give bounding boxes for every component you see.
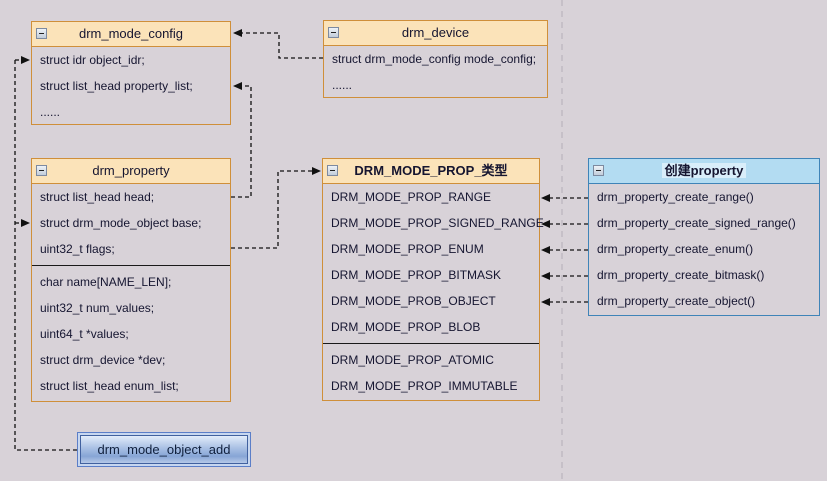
prop-type-item: DRM_MODE_PROP_ATOMIC <box>331 353 494 367</box>
connector-property-to-propertylist <box>231 85 252 198</box>
struct-field: uint64_t *values; <box>40 327 129 341</box>
struct-field: uint32_t num_values; <box>40 301 155 315</box>
drm-device-box[interactable]: drm_device struct drm_mode_config mode_c… <box>323 20 548 98</box>
struct-field: struct list_head head; <box>40 190 155 204</box>
prop-type-item: DRM_MODE_PROP_BLOB <box>331 320 481 334</box>
box-title: drm_mode_config <box>78 26 184 41</box>
box-title: drm_device <box>401 25 470 40</box>
connector-flags-to-proptypes <box>231 170 313 249</box>
prop-type-item: DRM_MODE_PROP_RANGE <box>331 190 492 204</box>
drm-device-header[interactable]: drm_device <box>324 21 547 46</box>
struct-field: ...... <box>40 105 61 119</box>
drm-property-box[interactable]: drm_property struct list_head head; stru… <box>31 158 231 402</box>
prop-types-box[interactable]: DRM_MODE_PROP_类型 DRM_MODE_PROP_RANGE DRM… <box>322 158 544 401</box>
struct-field: struct list_head property_list; <box>40 79 193 93</box>
drm-mode-object-add-label: drm_mode_object_add <box>80 435 248 464</box>
box-title: 创建property <box>661 163 747 178</box>
drm-property-header[interactable]: drm_property <box>32 159 230 184</box>
section-divider <box>323 343 539 344</box>
prop-types-header[interactable]: DRM_MODE_PROP_类型 <box>323 159 539 184</box>
create-function-item: drm_property_create_signed_range() <box>597 216 796 230</box>
box-title: DRM_MODE_PROP_类型 <box>354 163 508 178</box>
prop-type-item: DRM_MODE_PROP_IMMUTABLE <box>331 379 518 393</box>
prop-type-item: DRM_MODE_PROB_OBJECT <box>331 294 496 308</box>
struct-field: struct drm_device *dev; <box>40 353 166 367</box>
drm-mode-config-header[interactable]: drm_mode_config <box>32 22 230 47</box>
drm-mode-object-add-button[interactable]: drm_mode_object_add <box>77 432 251 467</box>
collapse-icon[interactable] <box>593 165 604 176</box>
box-title: drm_property <box>92 163 170 178</box>
struct-field: struct list_head enum_list; <box>40 379 179 393</box>
create-function-item: drm_property_create_bitmask() <box>597 268 765 282</box>
prop-type-item: DRM_MODE_PROP_SIGNED_RANGE <box>331 216 544 230</box>
struct-field: struct idr object_idr; <box>40 53 145 67</box>
collapse-icon[interactable] <box>328 27 339 38</box>
create-property-box[interactable]: 创建property drm_property_create_range() d… <box>588 158 820 316</box>
struct-field: struct drm_mode_object base; <box>40 216 202 230</box>
collapse-icon[interactable] <box>36 165 47 176</box>
struct-field: struct drm_mode_config mode_config; <box>332 52 537 66</box>
create-property-header[interactable]: 创建property <box>589 159 819 184</box>
collapse-icon[interactable] <box>327 165 338 176</box>
struct-field: ...... <box>332 78 353 92</box>
collapse-icon[interactable] <box>36 28 47 39</box>
create-function-item: drm_property_create_enum() <box>597 242 754 256</box>
prop-type-item: DRM_MODE_PROP_BITMASK <box>331 268 502 282</box>
struct-field: char name[NAME_LEN]; <box>40 275 172 289</box>
create-function-item: drm_property_create_object() <box>597 294 756 308</box>
section-divider <box>32 265 230 266</box>
prop-type-item: DRM_MODE_PROP_ENUM <box>331 242 484 256</box>
struct-field: uint32_t flags; <box>40 242 115 256</box>
connector-device-to-config <box>241 32 323 59</box>
create-function-item: drm_property_create_range() <box>597 190 754 204</box>
drm-mode-config-box[interactable]: drm_mode_config struct idr object_idr; s… <box>31 21 231 125</box>
